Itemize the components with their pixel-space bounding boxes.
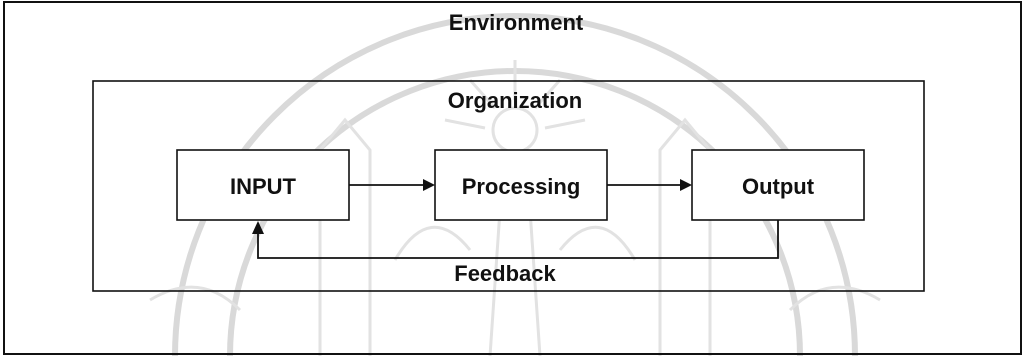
environment-label: Environment	[449, 10, 584, 35]
organization-label: Organization	[448, 88, 582, 113]
environment-frame	[3, 1, 1022, 355]
arrow-processing-to-output	[607, 179, 692, 191]
output-node	[691, 149, 865, 221]
input-node-label: INPUT	[230, 174, 297, 199]
feedback-label: Feedback	[454, 261, 556, 286]
organization-box	[92, 80, 925, 292]
output-node-label: Output	[742, 174, 815, 199]
feedback-loop-arrow	[252, 220, 779, 259]
processing-node	[434, 149, 608, 221]
arrow-input-to-processing	[349, 179, 435, 191]
processing-node-label: Processing	[462, 174, 581, 199]
